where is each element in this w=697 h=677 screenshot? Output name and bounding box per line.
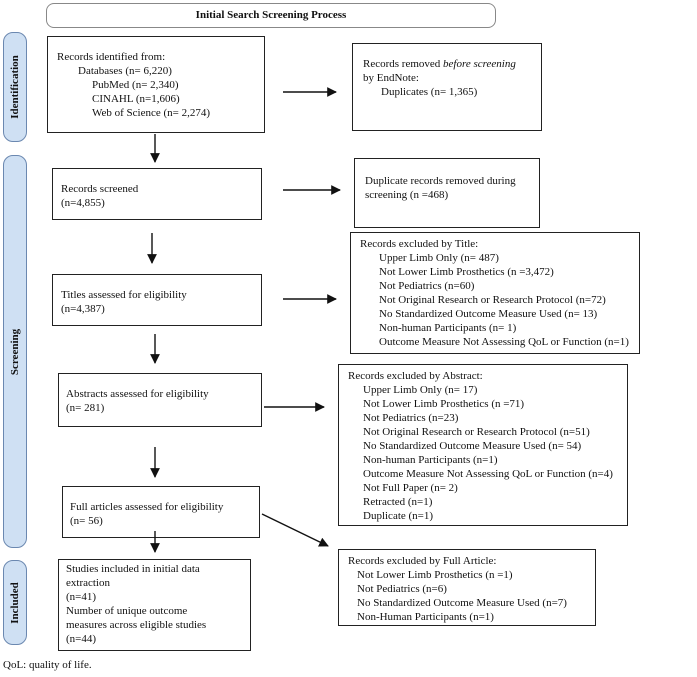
- included-line2: extraction: [66, 577, 110, 589]
- excluded-abstract-heading: Records excluded by Abstract:: [348, 370, 483, 382]
- phase-screening: Screening: [3, 155, 27, 548]
- included-line6: (n=44): [66, 633, 97, 645]
- excluded-title-item: No Standardized Outcome Measure Used (n=…: [379, 308, 598, 320]
- excluded-full-heading: Records excluded by Full Article:: [348, 555, 497, 567]
- excluded-abstract-item: Duplicate (n=1): [363, 510, 434, 522]
- excluded-title-item: Not Original Research or Research Protoc…: [379, 294, 606, 306]
- records-screened-box: Records screened (n=4,855): [52, 168, 262, 220]
- abstracts-line1: Abstracts assessed for eligibility: [66, 388, 209, 400]
- excluded-full-item: Not Lower Limb Prosthetics (n =1): [357, 569, 513, 581]
- included-line1: Studies included in initial data: [66, 563, 200, 575]
- abstracts-assessed-box: Abstracts assessed for eligibility (n= 2…: [58, 373, 262, 427]
- excluded-full-item: Not Pediatrics (n=6): [357, 583, 447, 595]
- excluded-abstract-item: Not Original Research or Research Protoc…: [363, 426, 590, 438]
- abstracts-line2: (n= 281): [66, 402, 105, 414]
- excluded-abstract-item: Retracted (n=1): [363, 496, 433, 508]
- full-line2: (n= 56): [70, 515, 103, 527]
- excluded-abstract-item: Outcome Measure Not Assessing QoL or Fun…: [363, 468, 613, 480]
- excluded-title-item: Not Lower Limb Prosthetics (n =3,472): [379, 266, 554, 278]
- phase-included: Included: [3, 560, 27, 645]
- titles-line1: Titles assessed for eligibility: [61, 289, 187, 301]
- full-articles-assessed-box: Full articles assessed for eligibility (…: [62, 486, 260, 538]
- excluded-by-full-article-box: Records excluded by Full Article: Not Lo…: [338, 549, 596, 626]
- removed-duplicates: Duplicates (n= 1,365): [381, 86, 478, 98]
- identified-pubmed: PubMed (n= 2,340): [92, 79, 179, 91]
- excluded-title-item: Not Pediatrics (n=60): [379, 280, 475, 292]
- excluded-abstract-item: Not Pediatrics (n=23): [363, 412, 459, 424]
- removed-before-screening-box: Records removed before screening by EndN…: [352, 43, 542, 131]
- full-line1: Full articles assessed for eligibility: [70, 501, 224, 513]
- excluded-abstract-item: Not Lower Limb Prosthetics (n =71): [363, 398, 525, 410]
- removed-line2: by EndNote:: [363, 72, 419, 84]
- excluded-abstract-item: No Standardized Outcome Measure Used (n=…: [363, 440, 582, 452]
- arrow-full-to-excluded: [261, 513, 329, 547]
- excluded-full-item: No Standardized Outcome Measure Used (n=…: [357, 597, 567, 609]
- included-studies-box: Studies included in initial data extract…: [58, 559, 251, 651]
- diagram-title: Initial Search Screening Process: [46, 3, 496, 28]
- excluded-title-item: Outcome Measure Not Assessing QoL or Fun…: [379, 336, 629, 348]
- included-line4: Number of unique outcome: [66, 605, 188, 617]
- records-identified-box: Records identified from: Databases (n= 6…: [47, 36, 265, 133]
- titles-assessed-box: Titles assessed for eligibility (n=4,387…: [52, 274, 262, 326]
- excluded-title-heading: Records excluded by Title:: [360, 238, 479, 250]
- dup-line2: screening (n =468): [365, 189, 449, 201]
- screened-line1: Records screened: [61, 183, 139, 195]
- screened-line2: (n=4,855): [61, 197, 105, 209]
- removed-line1: Records removed before screening: [363, 58, 516, 70]
- footnote: QoL: quality of life.: [3, 659, 92, 671]
- identified-heading: Records identified from:: [57, 51, 166, 63]
- excluded-abstract-item: Non-human Participants (n=1): [363, 454, 498, 466]
- dup-line1: Duplicate records removed during: [365, 175, 516, 187]
- excluded-full-item: Non-Human Participants (n=1): [357, 611, 494, 623]
- included-line5: measures across eligible studies: [66, 619, 207, 631]
- included-line3: (n=41): [66, 591, 97, 603]
- identified-databases: Databases (n= 6,220): [78, 65, 172, 77]
- identified-cinahl: CINAHL (n=1,606): [92, 93, 180, 105]
- excluded-by-abstract-box: Records excluded by Abstract: Upper Limb…: [338, 364, 628, 526]
- titles-line2: (n=4,387): [61, 303, 105, 315]
- duplicate-removed-box: Duplicate records removed during screeni…: [354, 158, 540, 228]
- excluded-abstract-item: Not Full Paper (n= 2): [363, 482, 458, 494]
- excluded-abstract-item: Upper Limb Only (n= 17): [363, 384, 478, 396]
- identified-wos: Web of Science (n= 2,274): [92, 107, 211, 119]
- phase-identification: Identification: [3, 32, 27, 142]
- excluded-title-item: Non-human Participants (n= 1): [379, 322, 517, 334]
- excluded-by-title-box: Records excluded by Title: Upper Limb On…: [350, 232, 640, 354]
- excluded-title-item: Upper Limb Only (n= 487): [379, 252, 499, 264]
